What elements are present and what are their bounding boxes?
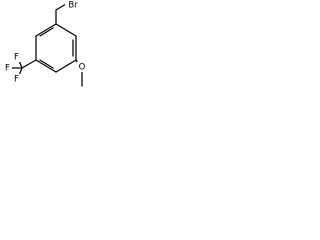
fluorine-1-label-bg xyxy=(3,63,12,73)
bromine-label: Br xyxy=(68,1,78,11)
ring-bond-4 xyxy=(35,59,57,73)
fluorine-2-label-bg xyxy=(12,52,21,62)
fluorine-3-label: F xyxy=(14,75,19,85)
ring-double-bond-2 xyxy=(39,59,54,69)
ring-double-bond-3 xyxy=(39,27,54,37)
fluorine-1-label: F xyxy=(5,64,10,74)
oxygen-label-bg xyxy=(77,62,87,72)
benzene-ring xyxy=(35,23,77,73)
trifluoromethyl-group: F F F xyxy=(3,52,37,85)
fluorine-2-label: F xyxy=(14,53,19,63)
oxygen-label: O xyxy=(79,63,86,73)
ring-bond-6 xyxy=(35,23,57,37)
chemical-structure: Br O F F F xyxy=(3,0,87,87)
ring-bond-3 xyxy=(55,59,77,73)
ring-cf3-bond xyxy=(21,59,37,69)
fluorine-3-label-bg xyxy=(12,74,21,84)
ring-bond-1 xyxy=(55,23,77,37)
bromomethyl-group: Br xyxy=(55,0,81,25)
methoxy-group: O xyxy=(75,59,87,87)
c-br-bond xyxy=(55,3,67,11)
bromine-label-bg xyxy=(65,0,81,10)
